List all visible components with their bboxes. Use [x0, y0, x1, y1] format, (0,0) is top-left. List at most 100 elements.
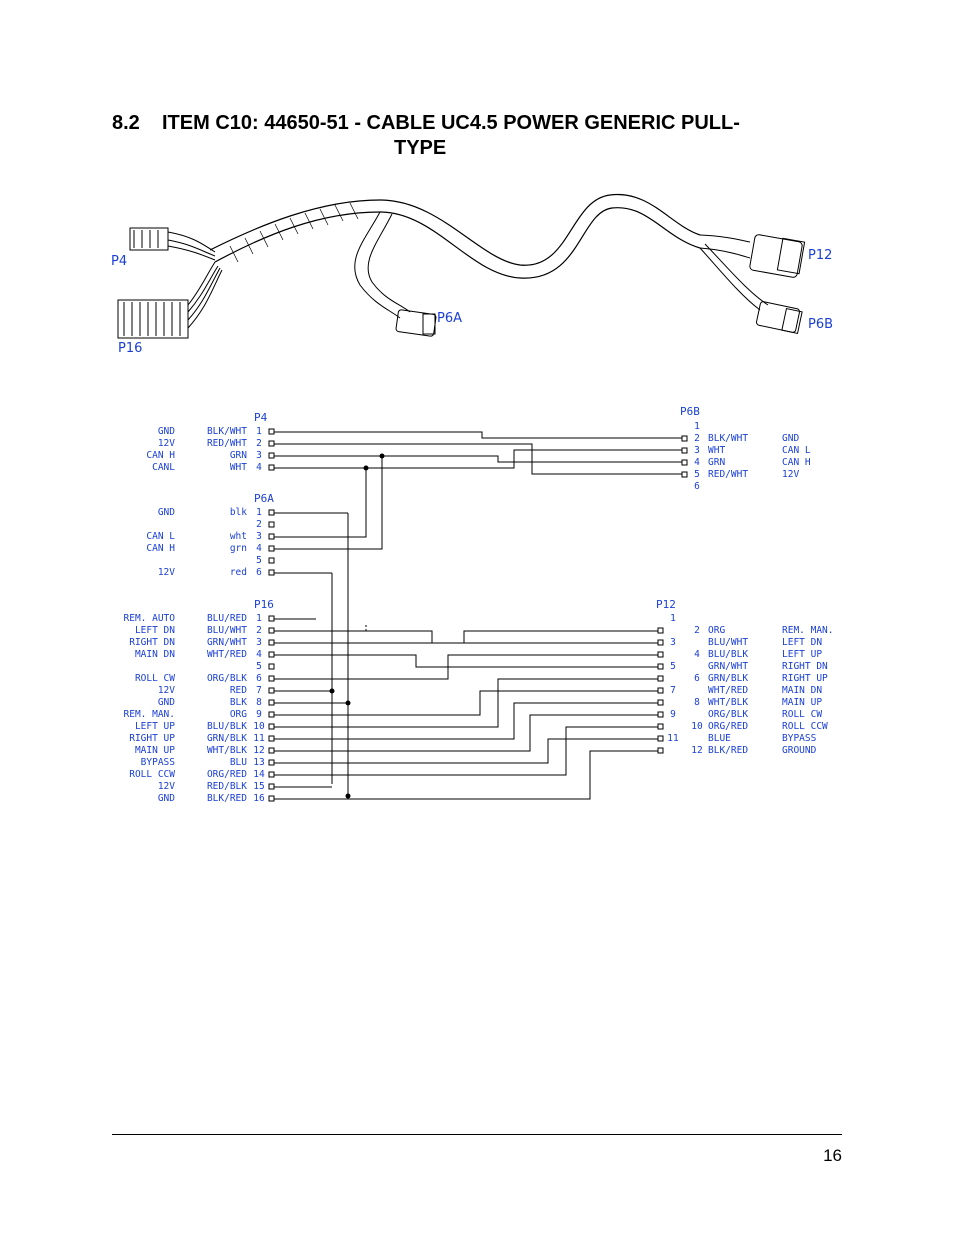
svg-text:GRN: GRN [708, 457, 725, 468]
svg-text:5: 5 [256, 661, 262, 672]
svg-text:8: 8 [256, 697, 262, 708]
svg-text:9: 9 [670, 709, 676, 720]
svg-text:GROUND: GROUND [782, 745, 817, 756]
svg-text:BLU/BLK: BLU/BLK [708, 649, 748, 660]
svg-text:CAN H: CAN H [782, 457, 811, 468]
svg-text:12V: 12V [158, 685, 175, 696]
svg-text:7: 7 [256, 685, 262, 696]
svg-text:GND: GND [158, 426, 175, 437]
svg-text:CAN H: CAN H [146, 450, 175, 461]
svg-text:RED/WHT: RED/WHT [708, 469, 748, 480]
svg-text:14: 14 [253, 769, 265, 780]
svg-text:3: 3 [694, 445, 700, 456]
p6b-pin-row: 4 GRN CAN H [694, 457, 811, 468]
svg-text:RIGHT DN: RIGHT DN [129, 637, 175, 648]
svg-text:GND: GND [158, 793, 175, 804]
svg-text:REM. AUTO: REM. AUTO [124, 613, 176, 624]
svg-text:ORG: ORG [708, 625, 725, 636]
p4-title: P4 [254, 411, 268, 424]
svg-text:6: 6 [694, 481, 700, 492]
svg-text:RED/BLK: RED/BLK [207, 781, 247, 792]
svg-text:2: 2 [256, 438, 262, 449]
svg-text:4: 4 [256, 649, 262, 660]
svg-text:RED: RED [230, 685, 247, 696]
svg-text:ROLL CCW: ROLL CCW [129, 769, 175, 780]
svg-text:BLUE: BLUE [708, 733, 731, 744]
svg-text:ROLL CW: ROLL CW [782, 709, 822, 720]
svg-text:6: 6 [256, 673, 262, 684]
svg-text:4: 4 [694, 649, 700, 660]
p6a-pin-row: 2 [256, 519, 262, 530]
svg-text:ROLL CW: ROLL CW [135, 673, 175, 684]
svg-text:GND: GND [158, 697, 175, 708]
svg-text:11: 11 [667, 733, 679, 744]
svg-text:wht: wht [230, 531, 247, 542]
p16-pin-row: 5 [256, 661, 262, 672]
svg-text:3: 3 [256, 531, 262, 542]
svg-text:MAIN UP: MAIN UP [135, 745, 175, 756]
svg-text:MAIN UP: MAIN UP [782, 697, 822, 708]
svg-text:1: 1 [670, 613, 676, 624]
svg-text:LEFT DN: LEFT DN [782, 637, 822, 648]
svg-text:4: 4 [256, 543, 262, 554]
svg-text:5: 5 [694, 469, 700, 480]
svg-text:1: 1 [694, 421, 700, 432]
svg-text:CANL: CANL [152, 462, 175, 473]
section-number: 8.2 [112, 112, 140, 134]
p6a-pin-row: 5 [256, 555, 262, 566]
svg-text:BLU: BLU [230, 757, 247, 768]
p16-title: P16 [254, 598, 274, 611]
svg-text:CAN L: CAN L [146, 531, 175, 542]
svg-text:LEFT UP: LEFT UP [782, 649, 822, 660]
svg-text:GRN/WHT: GRN/WHT [207, 637, 247, 648]
svg-text:ORG/RED: ORG/RED [708, 721, 748, 732]
svg-text:WHT: WHT [708, 445, 725, 456]
svg-text:3: 3 [670, 637, 676, 648]
cable-illustration [117, 193, 806, 339]
photo-label-p4: P4 [111, 254, 127, 269]
svg-text:RIGHT UP: RIGHT UP [129, 733, 175, 744]
svg-text:MAIN DN: MAIN DN [782, 685, 822, 696]
svg-text:REM. MAN.: REM. MAN. [782, 625, 833, 636]
svg-text:10: 10 [691, 721, 703, 732]
svg-text:12V: 12V [158, 781, 175, 792]
svg-text:GND: GND [158, 507, 175, 518]
svg-text:BLK/WHT: BLK/WHT [708, 433, 748, 444]
svg-text:grn: grn [230, 543, 247, 554]
svg-text:4: 4 [694, 457, 700, 468]
svg-text:BYPASS: BYPASS [782, 733, 817, 744]
svg-text:blk: blk [230, 507, 247, 518]
svg-text:GND: GND [782, 433, 799, 444]
svg-text:BLK/RED: BLK/RED [207, 793, 247, 804]
svg-text:6: 6 [256, 567, 262, 578]
svg-text:WHT/RED: WHT/RED [207, 649, 247, 660]
svg-text:ORG/RED: ORG/RED [207, 769, 247, 780]
svg-text:5: 5 [670, 661, 676, 672]
svg-text:12: 12 [691, 745, 702, 756]
svg-text:5: 5 [256, 555, 262, 566]
